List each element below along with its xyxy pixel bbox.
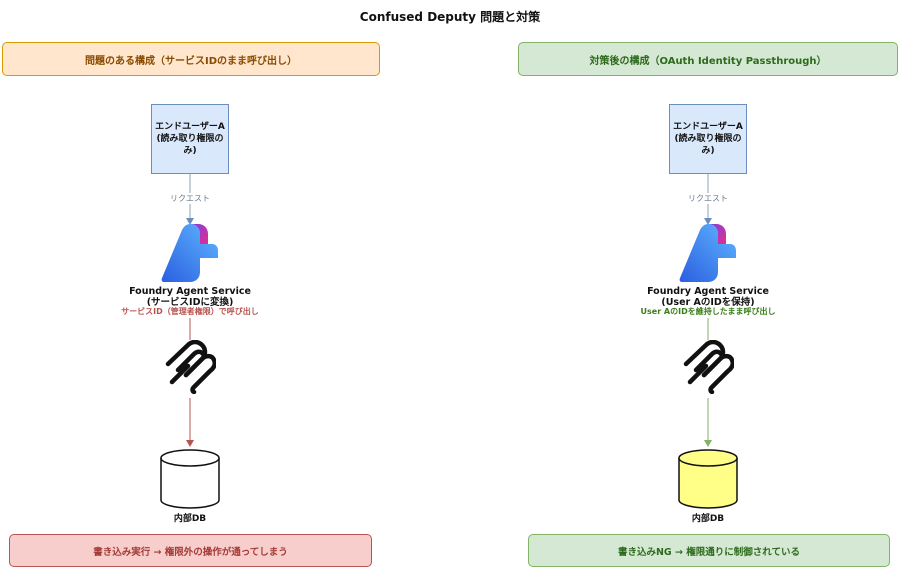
left-service-mode: (サービスIDに変換) [146,297,234,308]
left-result-box: 書き込み実行 → 権限外の操作が通ってしまう [9,534,372,567]
right-call-label: User AのIDを維持したまま呼び出し [638,306,778,317]
right-request-label: リクエスト [686,193,730,204]
right-user-name: エンドユーザーA [673,122,743,132]
left-user-name: エンドユーザーA [155,122,225,132]
left-service-title: Foundry Agent Service [129,286,251,297]
left-db-label: 内部DB [173,514,207,524]
right-user-permission: (読み取り権限のみ) [674,134,742,156]
left-request-label: リクエスト [168,193,212,204]
right-result-box: 書き込みNG → 権限通りに制御されている [528,534,890,567]
database-icon [678,449,738,509]
page-title: Confused Deputy 問題と対策 [359,10,541,24]
left-end-user-box: エンドユーザーA (読み取り権限のみ) [151,104,229,174]
left-service-name: Foundry Agent Service (サービスIDに変換) [100,286,280,308]
left-user-permission: (読み取り権限のみ) [156,134,224,156]
left-call-label: サービスID（管理者権限）で呼び出し [119,306,261,317]
right-service-name: Foundry Agent Service (User AのIDを保持) [618,286,798,308]
right-service-mode: (User AのIDを保持) [661,297,755,308]
right-end-user-box: エンドユーザーA (読み取り権限のみ) [669,104,747,174]
right-service-title: Foundry Agent Service [647,286,769,297]
foundry-logo-icon [161,224,218,282]
mcp-server-icon [683,340,734,394]
right-db-label: 内部DB [691,514,725,524]
foundry-logo-icon [679,224,736,282]
mcp-server-icon [165,340,216,394]
left-scenario-header: 問題のある構成（サービスIDのまま呼び出し） [2,42,380,76]
database-icon [160,449,220,509]
right-scenario-header: 対策後の構成（OAuth Identity Passthrough） [518,42,898,76]
